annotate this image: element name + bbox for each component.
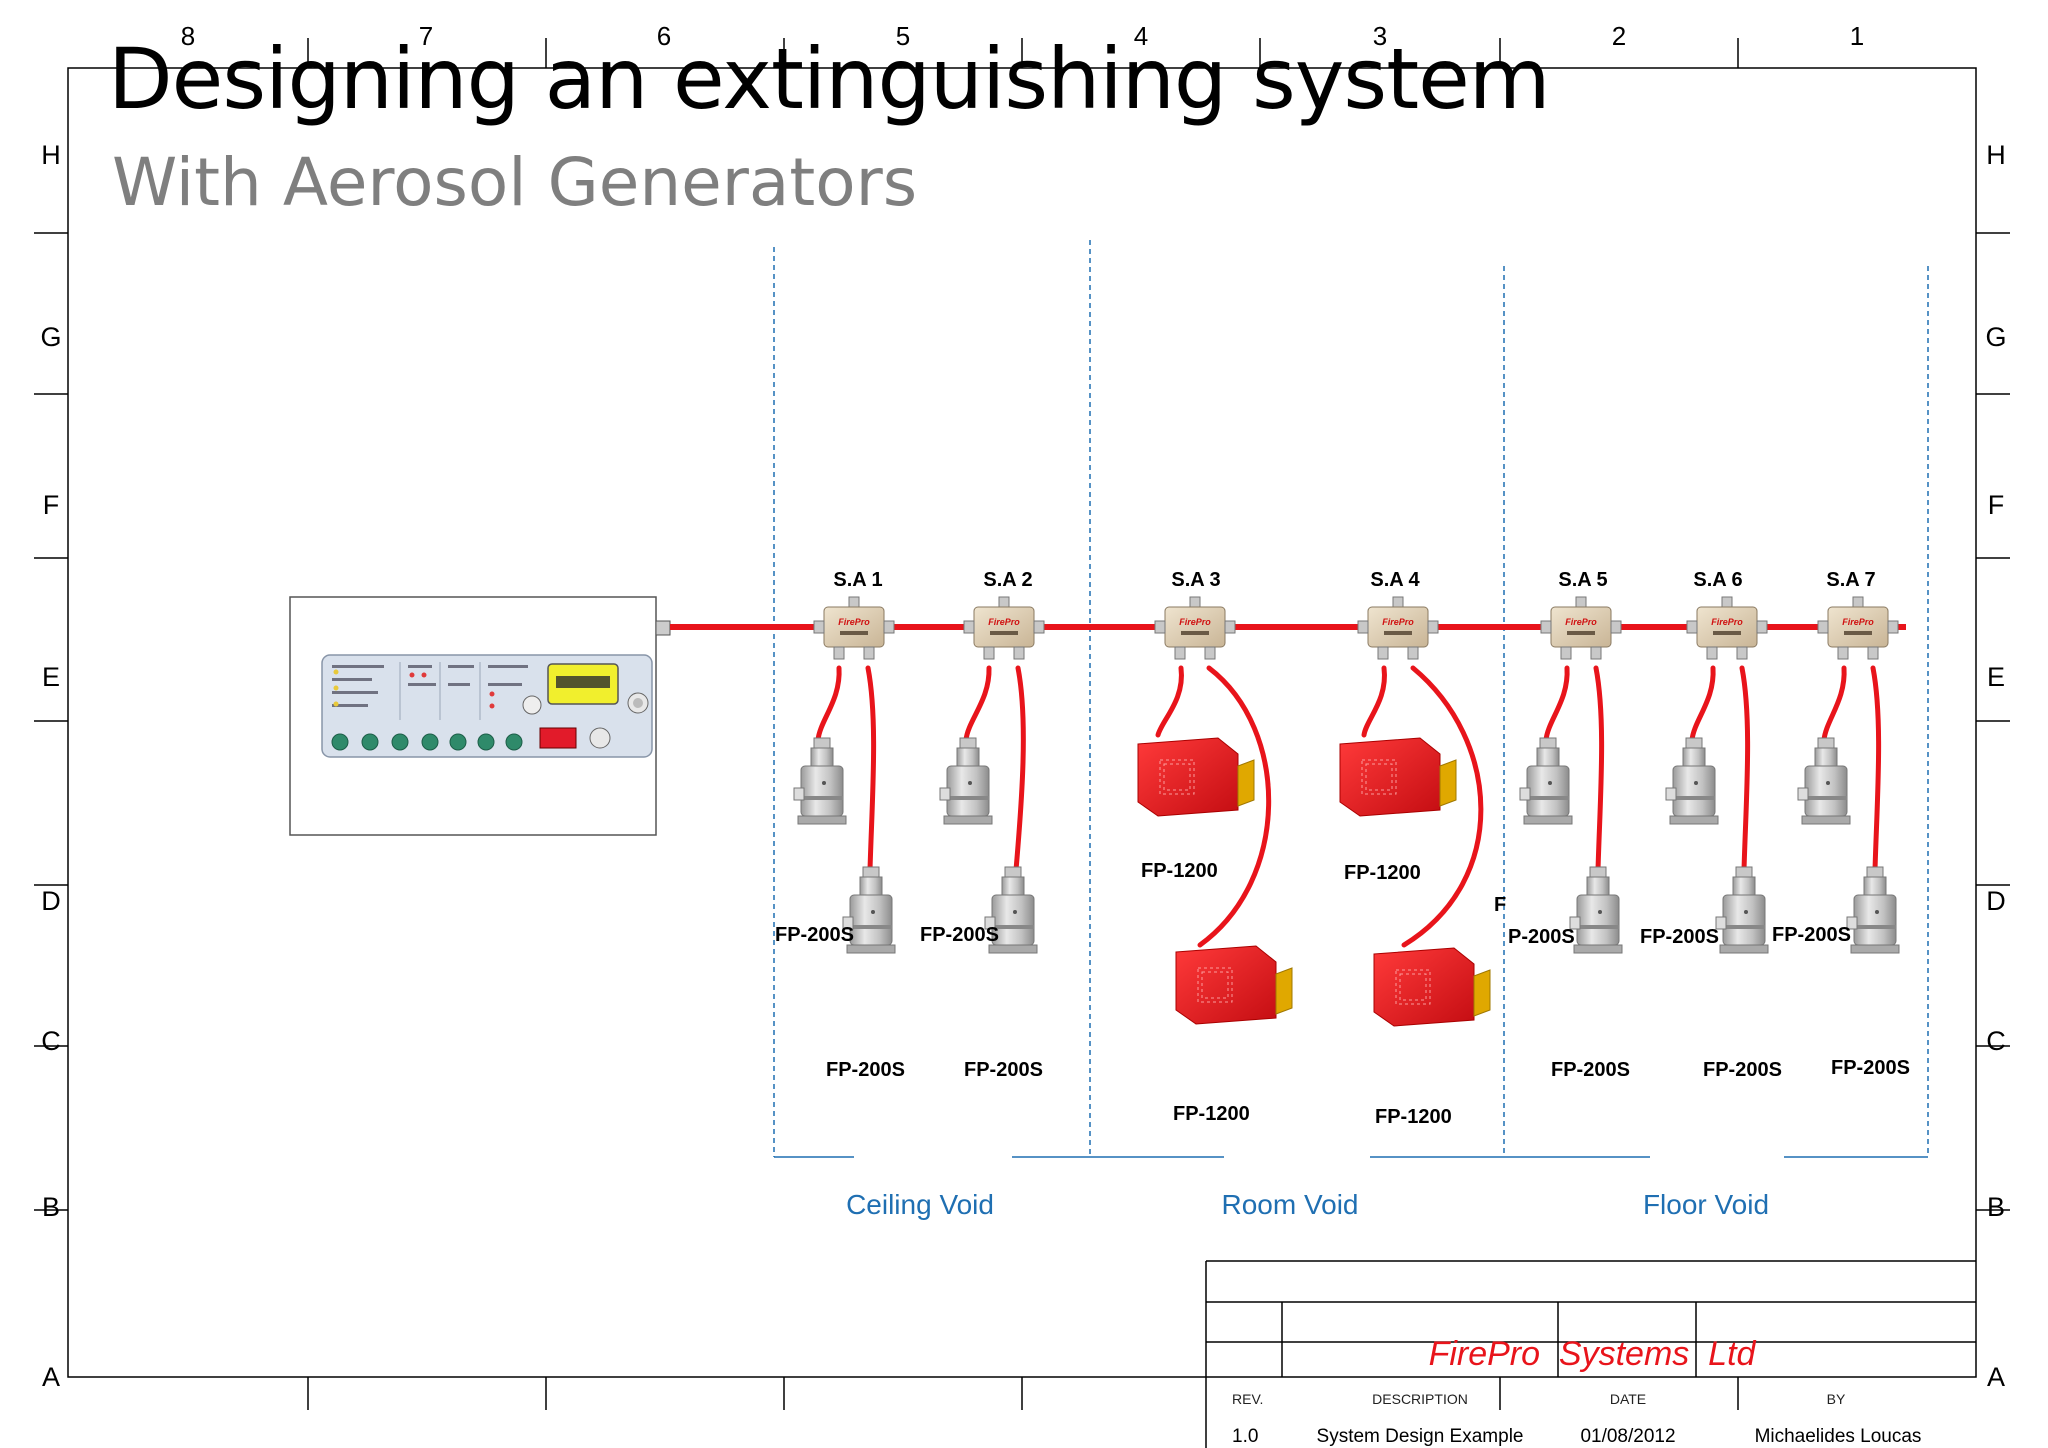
fp200-generator: [1846, 866, 1900, 954]
fp1200-generator: [1373, 947, 1491, 1027]
header-by: BY: [1827, 1391, 1846, 1407]
splitter-sa5: [1540, 596, 1622, 660]
col-label-top: 2: [1612, 21, 1626, 51]
row-label-left: D: [41, 886, 61, 916]
fp1200-generator: [1175, 945, 1293, 1025]
row-label-right: C: [1986, 1026, 2006, 1056]
fp200-generator: [1715, 866, 1769, 954]
col-label-top: 3: [1373, 21, 1387, 51]
row-label-left: A: [42, 1362, 60, 1392]
splitter-label: S.A 4: [1370, 569, 1420, 591]
fp200-generator: [1519, 737, 1573, 825]
row-label-right: E: [1987, 662, 2005, 692]
generator-label: FP-1200: [1375, 1106, 1452, 1128]
row-label-right: G: [1985, 322, 2006, 352]
header-description: DESCRIPTION: [1372, 1391, 1468, 1407]
fp200-generator: [1665, 737, 1719, 825]
col-label-top: 7: [419, 21, 433, 51]
zone-label-room: Room Void: [1222, 1189, 1359, 1220]
splitter-sa3: [1154, 596, 1236, 660]
company-name: FirePro Systems Ltd: [1429, 1335, 1757, 1373]
drawing-frame: [34, 38, 2010, 1410]
generator-label: FP-1200: [1141, 860, 1218, 882]
row-label-left: H: [41, 140, 61, 170]
col-label-top: 4: [1134, 21, 1148, 51]
fp1200-generators: [1137, 737, 1491, 1027]
col-label-top: 8: [181, 21, 195, 51]
fp1200-generator: [1339, 737, 1457, 817]
generator-label: FP-200S: [1703, 1059, 1782, 1081]
splitter-label: S.A 2: [983, 569, 1032, 591]
col-label-top: 6: [657, 21, 671, 51]
fp200-generator: [1797, 737, 1851, 825]
fp1200-generator: [1137, 737, 1255, 817]
row-label-left: B: [42, 1192, 60, 1222]
zone-label-floor: Floor Void: [1643, 1189, 1769, 1220]
page-subtitle: With Aerosol Generators: [112, 144, 918, 221]
splitter-sa6: [1686, 596, 1768, 660]
splitter-label: S.A 5: [1558, 569, 1607, 591]
row-label-left: G: [40, 322, 61, 352]
splitter-sa1: [813, 596, 895, 660]
generator-label: FP-200S: [1551, 1059, 1630, 1081]
zone-label-ceiling: Ceiling Void: [846, 1189, 994, 1220]
fp200-generator: [939, 737, 993, 825]
generator-label: FP-1200: [1173, 1103, 1250, 1125]
splitter-label: S.A 6: [1693, 569, 1742, 591]
generator-label: FP-200S: [920, 924, 999, 946]
title-block: [1205, 1260, 1976, 1448]
splitter-sa2: [963, 596, 1045, 660]
row-label-right: A: [1987, 1362, 2005, 1392]
fp200-generator: [793, 737, 847, 825]
col-label-top: 5: [896, 21, 910, 51]
splitter-label: S.A 3: [1171, 569, 1220, 591]
generator-label: FP-200S: [1640, 926, 1719, 948]
by-value: Michaelides Loucas: [1755, 1426, 1922, 1447]
generator-label: FP-1200: [1344, 862, 1421, 884]
date-value: 01/08/2012: [1580, 1426, 1675, 1447]
row-label-right: B: [1987, 1192, 2005, 1222]
control-panel: [289, 596, 671, 836]
branch-cables: [815, 665, 1882, 948]
col-label-top: 1: [1850, 21, 1864, 51]
splitter-sa4: [1357, 596, 1439, 660]
splitter-sa7: [1817, 596, 1899, 660]
header-rev: REV.: [1232, 1391, 1263, 1407]
generator-label: FP-200S: [964, 1059, 1043, 1081]
fp200-generator: [1569, 866, 1623, 954]
zone-lines: [773, 240, 1929, 1158]
generator-label: FP-200S: [1831, 1057, 1910, 1079]
row-label-right: D: [1986, 886, 2006, 916]
rev-value: 1.0: [1232, 1426, 1258, 1447]
page-title: Designing an extinguishing system: [108, 30, 1551, 128]
generator-label: FP-200S: [1772, 924, 1851, 946]
generator-label: F: [1494, 894, 1506, 916]
generator-label: P-200S: [1508, 926, 1575, 948]
generator-label: FP-200S: [775, 924, 854, 946]
row-label-right: H: [1986, 140, 2006, 170]
row-label-left: F: [43, 490, 60, 520]
header-date: DATE: [1610, 1391, 1646, 1407]
description-value: System Design Example: [1317, 1426, 1524, 1447]
row-label-right: F: [1988, 490, 2005, 520]
row-label-left: C: [41, 1026, 61, 1056]
splitter-label: S.A 1: [833, 569, 882, 591]
splitter-label: S.A 7: [1826, 569, 1875, 591]
generator-label: FP-200S: [826, 1059, 905, 1081]
row-label-left: E: [42, 662, 60, 692]
